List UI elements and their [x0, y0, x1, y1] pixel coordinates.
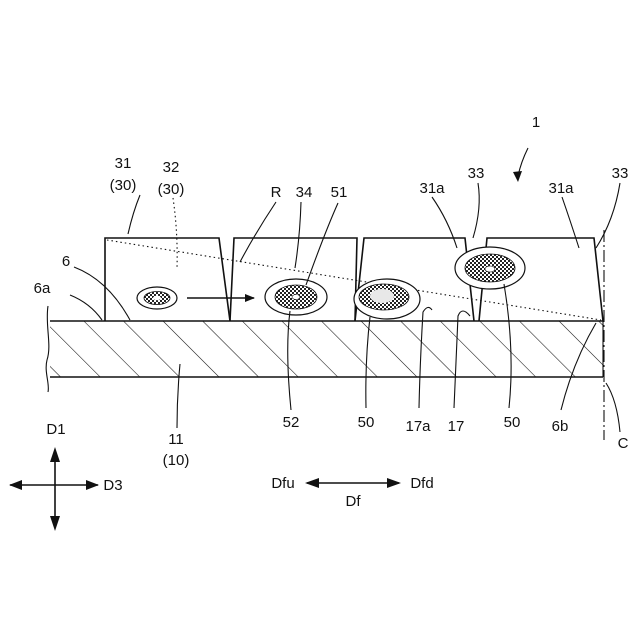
label-32: 32	[163, 159, 180, 176]
dfd-arrow	[387, 478, 401, 488]
label-50-left: 50	[358, 414, 375, 431]
label-dfd: Dfd	[410, 475, 433, 492]
label-r: R	[271, 184, 282, 201]
base-plate-hatch	[50, 321, 603, 377]
leader-34	[295, 202, 301, 268]
leader-51	[306, 203, 338, 285]
label-52: 52	[283, 414, 300, 431]
leader-31	[128, 195, 140, 234]
label-51: 51	[331, 184, 348, 201]
leader-31a-left	[432, 197, 457, 248]
label-31-paren: (30)	[110, 177, 137, 194]
label-33-right: 33	[612, 165, 629, 182]
ball-small-center	[153, 296, 161, 300]
dfu-arrow	[305, 478, 319, 488]
d1-up-arrow	[50, 447, 60, 462]
label-1: 1	[532, 114, 540, 131]
leader-c	[606, 383, 620, 432]
leader-r	[240, 202, 276, 262]
direction-indicator-df	[305, 478, 401, 488]
label-c: C	[618, 435, 629, 452]
label-6a: 6a	[34, 280, 51, 297]
label-11-paren: (10)	[163, 452, 190, 469]
label-11: 11	[168, 431, 184, 448]
leader-6	[74, 267, 130, 320]
label-33-mid: 33	[468, 165, 485, 182]
label-31a-right: 31a	[548, 180, 574, 197]
label-17: 17	[448, 418, 465, 435]
ball-51-center	[292, 295, 300, 300]
leader-31a-right	[562, 197, 579, 248]
dotted-line-34	[107, 240, 601, 320]
leader-33-right	[596, 183, 620, 248]
label-50-right: 50	[504, 414, 521, 431]
label-32-paren: (30)	[158, 181, 185, 198]
label-6b: 6b	[552, 418, 569, 435]
label-31: 31	[115, 155, 132, 172]
label-31a-left: 31a	[419, 180, 445, 197]
label-d3: D3	[103, 477, 122, 494]
base-plate-left-break	[46, 306, 49, 392]
leader-1-arrow	[513, 171, 522, 182]
label-17a: 17a	[405, 418, 431, 435]
d3-right-arrow	[86, 480, 99, 490]
label-6: 6	[62, 253, 70, 270]
leader-32	[173, 198, 177, 268]
ball-50-left	[354, 279, 420, 319]
ball-small	[137, 287, 177, 309]
label-34: 34	[296, 184, 313, 201]
leader-6a	[70, 295, 102, 320]
ball-50-left-center	[370, 289, 394, 303]
ball-50-right	[455, 247, 525, 289]
reference-labels: 1 31 (30) 32 (30) R 34 51 31a 33 31a 33 …	[34, 114, 629, 510]
d1-down-arrow	[50, 516, 60, 531]
label-d1: D1	[46, 421, 65, 438]
label-dfu: Dfu	[271, 475, 294, 492]
d3-left-arrow	[9, 480, 22, 490]
ball-50-right-center	[485, 266, 495, 272]
direction-indicator-d1-d3	[9, 447, 99, 531]
ball-51	[265, 279, 327, 315]
leader-33-mid	[473, 183, 479, 238]
tread-blocks	[105, 238, 603, 321]
label-df: Df	[346, 493, 362, 510]
